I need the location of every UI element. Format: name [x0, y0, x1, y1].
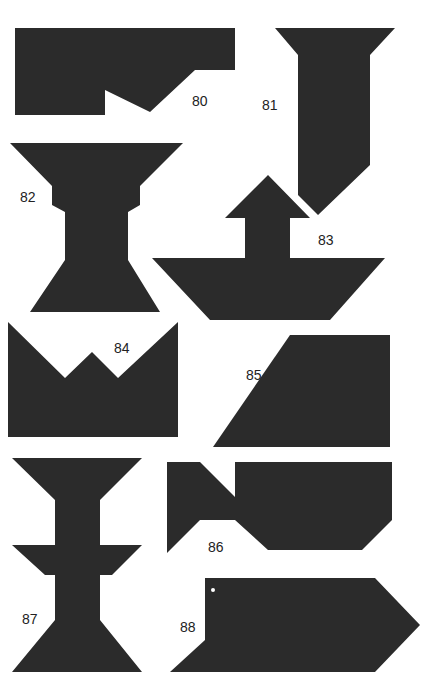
- tangram-84: [8, 322, 178, 437]
- white-dot: [211, 588, 215, 592]
- tangram-81: [275, 28, 395, 215]
- figure-number: 85: [246, 368, 262, 382]
- tangram-87: [12, 458, 142, 672]
- tangram-88: [170, 578, 420, 672]
- figure-number: 83: [318, 233, 334, 247]
- tangram-83: [152, 175, 385, 320]
- figure-number: 84: [114, 341, 130, 355]
- figure-number: 86: [208, 540, 224, 554]
- figure-number: 81: [262, 98, 278, 112]
- figure-number: 87: [22, 612, 38, 626]
- figure-number: 82: [20, 190, 36, 204]
- figure-number: 88: [180, 620, 196, 634]
- tangram-86: [167, 462, 392, 553]
- figure-number: 80: [192, 94, 208, 108]
- tangram-85: [213, 335, 390, 447]
- tangram-82: [10, 143, 183, 312]
- tangram-80: [15, 28, 235, 115]
